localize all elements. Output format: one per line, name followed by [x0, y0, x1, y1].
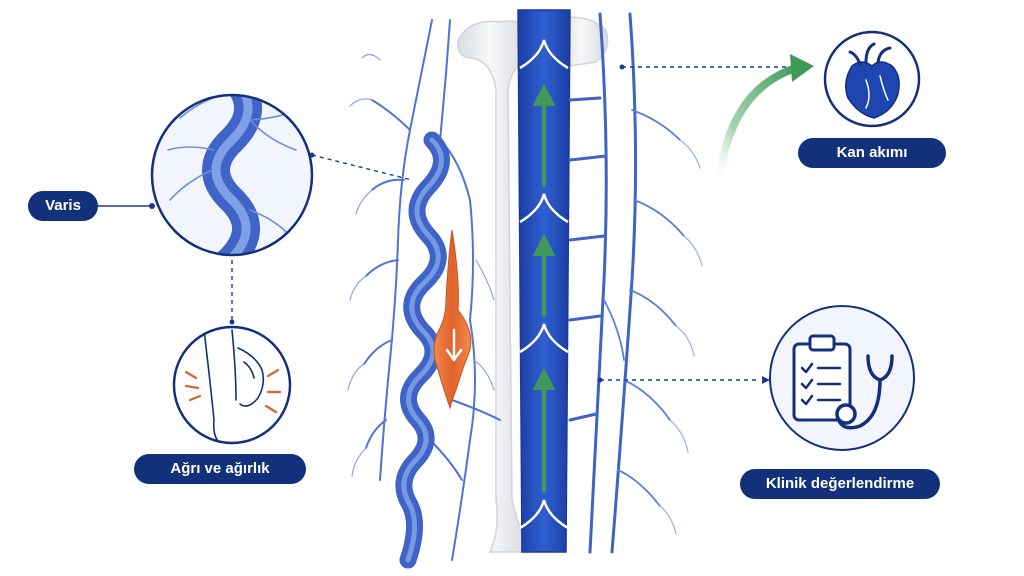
pain-circle	[172, 325, 292, 445]
clinical-circle	[769, 305, 915, 451]
clinical-evaluation-label: Klinik değerlendirme	[740, 469, 940, 499]
connectors	[231, 66, 794, 381]
superficial-veins-right	[568, 12, 638, 554]
capillaries-left	[347, 53, 495, 477]
upward-flow-arrows	[532, 83, 556, 492]
capillaries-right	[659, 139, 703, 535]
deep-vein	[517, 9, 571, 553]
varis-zoom-circle	[150, 93, 314, 257]
varis-label: Varis	[28, 191, 98, 221]
blood-flow-label: Kan akımı	[798, 138, 946, 168]
stethoscope-icon	[835, 354, 894, 430]
heart-icon	[845, 42, 900, 119]
inflamed-vein-segment	[433, 229, 472, 410]
pain-label: Ağrı ve ağırlık	[134, 454, 306, 484]
clipboard-icon	[792, 334, 852, 422]
connector-varis-zoom	[311, 154, 413, 181]
branch-veins-right	[603, 109, 685, 507]
heart-circle	[823, 30, 921, 128]
blood-flow-curved-arrow	[714, 54, 814, 192]
superficial-veins-left	[363, 19, 501, 561]
leg-anatomy	[347, 9, 703, 569]
